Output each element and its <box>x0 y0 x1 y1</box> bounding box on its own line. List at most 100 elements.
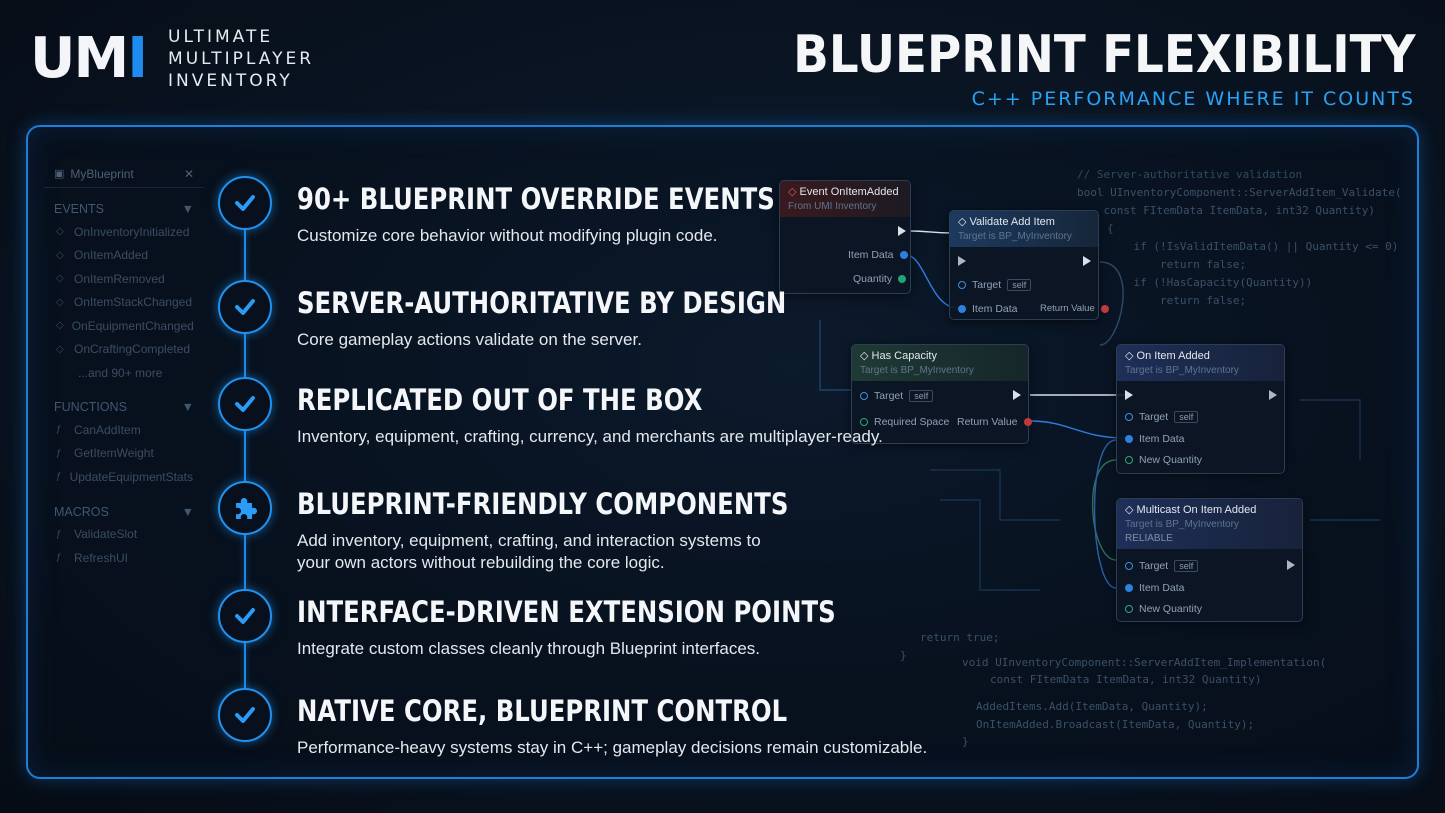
sidebar-item-label: OnEquipmentChanged <box>71 318 194 333</box>
logo-mark-blue: I <box>127 26 148 91</box>
code-close-brace: } <box>962 735 969 748</box>
node-subtitle: Target is BP_MyInventory <box>958 231 1072 242</box>
node-validate-add-item[interactable]: ◇ Validate Add Item Target is BP_MyInven… <box>949 210 1099 320</box>
return-value-pin[interactable]: Return Value <box>1040 303 1109 314</box>
pin-label: New Quantity <box>1139 454 1203 466</box>
check-icon <box>218 589 272 643</box>
required-space-pin[interactable]: Required Space <box>860 416 949 428</box>
exec-in-pin[interactable] <box>1125 390 1133 400</box>
events-section-header[interactable]: EVENTS ▼ <box>44 202 204 216</box>
pin-label: New Quantity <box>1139 603 1203 615</box>
sidebar-item-label: OnCraftingCompleted <box>74 342 191 357</box>
macros-section-header[interactable]: MACROS ▼ <box>44 505 204 519</box>
chevron-down-icon: ▼ <box>181 504 194 519</box>
item-data-wire <box>1029 420 1126 439</box>
node-has-capacity[interactable]: ◇ Has Capacity Target is BP_MyInventory <box>851 344 1029 444</box>
pin-dot-icon <box>860 418 868 426</box>
item-data-in-pin[interactable]: Item Data <box>958 303 1018 315</box>
event-diamond-icon: ◇ <box>56 343 64 355</box>
sidebar-item-macro[interactable]: ƒ RefreshUI <box>44 546 204 570</box>
sidebar-item-event[interactable]: ◇OnItemRemoved <box>44 267 204 291</box>
function-diamond-icon: ◇ <box>860 350 869 362</box>
item-data-in-pin[interactable]: Item Data <box>1125 433 1185 445</box>
item-data-out-pin[interactable]: Item Data <box>848 249 908 261</box>
exec-out-pin[interactable] <box>1287 560 1295 570</box>
sidebar-more-events[interactable]: ...and 90+ more <box>78 365 163 380</box>
node-multicast-on-item-added[interactable]: ◇ Multicast On Item Added Target is BP_M… <box>1116 498 1303 622</box>
logo-line-1: ULTIMATE <box>168 27 274 47</box>
page-header: BLUEPRINT FLEXIBILITY C++ PERFORMANCE WH… <box>724 26 1415 110</box>
pin-label: Return Value <box>1040 303 1095 314</box>
pin-label: Quantity <box>853 273 893 285</box>
node-header: ◇ Validate Add Item Target is BP_MyInven… <box>950 211 1098 247</box>
feature-description: Core gameplay actions validate on the se… <box>297 330 642 349</box>
item-data-in-pin[interactable]: Item Data <box>1125 582 1185 594</box>
circuit-trace <box>1300 399 1361 460</box>
pin-dot-icon <box>898 275 907 283</box>
check-icon <box>218 176 272 230</box>
node-title: Event OnItemAdded <box>799 186 899 198</box>
quantity-out-pin[interactable]: Quantity <box>853 273 907 285</box>
functions-section-header[interactable]: FUNCTIONS ▼ <box>44 400 204 414</box>
page-title: BLUEPRINT FLEXIBILITY <box>792 25 1415 85</box>
feature-description: Add inventory, equipment, crafting, and … <box>297 531 761 572</box>
close-icon[interactable]: ✕ <box>183 166 194 181</box>
item-data-wire <box>1093 439 1117 589</box>
node-on-item-added[interactable]: ◇ On Item Added Target is BP_MyInventory <box>1116 344 1285 474</box>
event-diamond-icon: ◇ <box>56 226 64 238</box>
new-quantity-pin[interactable]: New Quantity <box>1125 454 1202 466</box>
pin-dot-icon <box>1125 435 1133 443</box>
feature-description: Integrate custom classes cleanly through… <box>297 639 761 658</box>
circuit-trace <box>930 469 1060 521</box>
new-quantity-pin[interactable]: New Quantity <box>1125 603 1202 615</box>
function-diamond-icon: ◇ <box>958 216 967 228</box>
sidebar-item-label: RefreshUI <box>74 550 129 565</box>
exec-in-pin[interactable] <box>958 256 966 266</box>
exec-out-pin[interactable] <box>1269 390 1277 400</box>
pin-label: Target <box>874 390 904 402</box>
sidebar-item-event[interactable]: ◇OnItemAdded <box>44 244 204 268</box>
node-header: ◇ Has Capacity Target is BP_MyInventory <box>852 345 1028 381</box>
exec-out-pin[interactable] <box>1013 390 1021 400</box>
pin-dot-icon <box>1125 605 1133 613</box>
sidebar-item-event[interactable]: ◇OnItemStackChanged <box>44 291 204 315</box>
function-diamond-icon: ◇ <box>1125 350 1134 362</box>
node-subtitle: From UMI Inventory <box>788 201 877 212</box>
check-icon <box>218 377 272 431</box>
logo-wordmark: ULTIMATE MULTIPLAYER INVENTORY <box>168 26 314 92</box>
event-diamond-icon: ◇ <box>56 296 64 308</box>
node-event-on-item-added[interactable]: ◇ Event OnItemAdded From UMI Inventory <box>779 180 911 294</box>
pin-label: Item Data <box>848 249 894 261</box>
exec-out-pin[interactable] <box>898 226 906 236</box>
sidebar-item-event[interactable]: ◇OnInventoryInitialized <box>44 220 204 244</box>
pin-dot-icon <box>860 392 868 400</box>
sidebar-item-event[interactable]: ◇ OnCraftingCompleted <box>44 338 204 362</box>
return-value-pin[interactable]: Return Value <box>957 416 1032 428</box>
node-title: Multicast On Item Added <box>1136 504 1257 516</box>
exec-arrow-icon <box>958 256 966 266</box>
exec-arrow-icon <box>1125 390 1133 400</box>
feature-description: Performance-heavy systems stay in C++; g… <box>297 738 928 757</box>
macro-icon: ƒ <box>56 552 62 564</box>
background-wire <box>819 320 852 391</box>
blueprint-file-icon: ▣ <box>54 168 65 180</box>
my-blueprint-tab[interactable]: ▣ MyBlueprint ✕ <box>44 160 204 188</box>
sidebar-item-event[interactable]: ◇OnEquipmentChanged <box>44 314 204 338</box>
logo-mark-white: UM <box>30 26 129 91</box>
pin-dot-icon <box>899 251 908 259</box>
exec-arrow-icon <box>1287 560 1295 570</box>
self-tag: self <box>1174 560 1199 572</box>
code-return-line: return true; <box>920 631 1000 644</box>
exec-out-pin[interactable] <box>1083 256 1091 266</box>
pin-dot-icon <box>958 305 966 313</box>
